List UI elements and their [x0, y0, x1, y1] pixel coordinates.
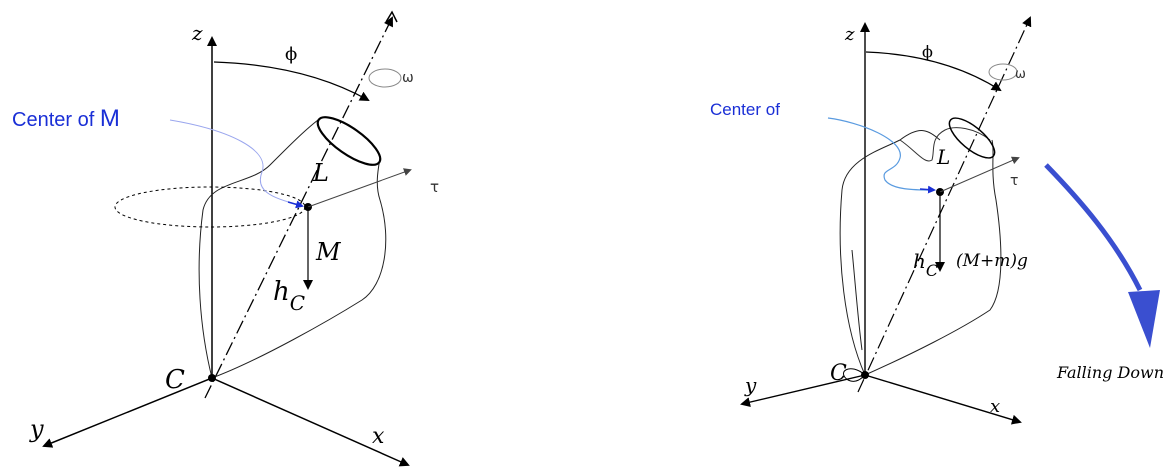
left-center-pointer-head	[287, 200, 304, 209]
left-axis-tip	[385, 10, 398, 23]
right-y-axis	[740, 374, 866, 408]
left-body-axis	[204, 16, 393, 399]
right-z-label: z	[844, 24, 855, 45]
right-x-label: x	[990, 396, 1000, 417]
left-tau-arrow	[307, 168, 412, 208]
left-center-prefix: Center of	[12, 109, 100, 131]
left-tau-label: τ	[430, 178, 439, 196]
right-body-outline	[839, 130, 1002, 376]
left-h-main: h	[273, 277, 290, 307]
left-x-axis	[211, 377, 410, 467]
right-diagram: z y x ϕ ω τ (M+m)g L hC C	[710, 16, 1164, 425]
left-origin-point	[208, 374, 216, 382]
left-x-label: x	[372, 424, 385, 449]
right-phi-label: ϕ	[922, 42, 933, 61]
left-diagram: z y x ϕ ω τ M L hC	[12, 10, 439, 467]
left-omega-label: ω	[402, 70, 414, 86]
right-h-sub: C	[926, 261, 938, 280]
left-center-mass: M	[100, 105, 120, 132]
left-dotted-ellipse	[114, 186, 306, 228]
right-h-main: h	[913, 249, 926, 273]
right-center-pointer-head	[919, 185, 936, 194]
left-omega-ellipse	[368, 68, 402, 88]
left-body-outline	[198, 119, 387, 379]
right-omega-ellipse	[988, 63, 1018, 81]
right-phi-arc	[865, 51, 1002, 92]
left-M-label: M	[315, 238, 342, 266]
right-h-label: hC	[913, 249, 938, 280]
right-body-inner	[899, 127, 991, 162]
right-omega-label: ω	[1015, 67, 1026, 82]
left-y-axis	[42, 377, 213, 448]
right-x-axis	[864, 374, 1022, 425]
right-cap-ellipse	[948, 117, 996, 159]
left-C-label: C	[165, 365, 185, 395]
right-L-label: L	[936, 145, 950, 169]
left-cap-ellipse	[316, 116, 382, 166]
left-h-sub: C	[290, 291, 305, 315]
right-center-pointer	[827, 117, 933, 191]
right-y-label: y	[744, 373, 757, 397]
falling-arrowhead	[1128, 290, 1160, 348]
right-tau-arrow	[939, 156, 1020, 193]
right-tau-label: τ	[1010, 173, 1018, 189]
left-z-label: z	[191, 21, 203, 45]
right-body-axis	[857, 16, 1032, 393]
left-L-label: L	[312, 159, 329, 187]
right-C-label: C	[830, 361, 847, 386]
left-phi-arc	[213, 61, 370, 101]
left-center-pointer	[169, 119, 301, 206]
left-center-annotation: Center of M	[12, 105, 120, 132]
left-phi-label: ϕ	[285, 44, 297, 65]
falling-label: Falling Down	[1056, 363, 1164, 382]
left-y-label: y	[29, 415, 44, 443]
falling-arrow	[1044, 163, 1143, 292]
left-h-label: hC	[273, 277, 305, 315]
right-origin-loop	[843, 368, 866, 382]
right-force-label: (M+m)g	[956, 251, 1028, 271]
right-center-annotation: Center of	[710, 100, 780, 119]
